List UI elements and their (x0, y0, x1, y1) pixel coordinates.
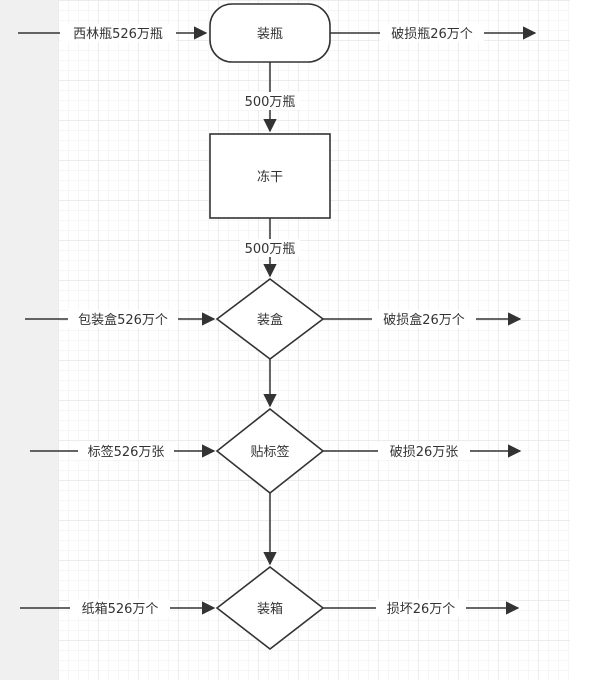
output-label-broken-labels: 破损26万张 (390, 445, 459, 460)
node-label-freeze-dry: 冻干 (257, 169, 283, 185)
input-label-cartons: 纸箱526万个 (82, 601, 159, 617)
output-label-damaged-cartons: 损坏26万个 (387, 602, 456, 617)
output-label-broken-boxes: 破损盒26万个 (383, 312, 465, 328)
node-freeze-dry[interactable]: 冻干 (209, 133, 331, 219)
edge-broken-boxes-out[interactable]: 破损盒26万个 (323, 310, 522, 328)
node-label-labeling: 贴标签 (250, 444, 289, 460)
edge-dry-to-box[interactable]: 500万瓶 (240, 218, 300, 278)
edge-broken-labels-out[interactable]: 破损26万张 (323, 442, 522, 460)
input-label-boxes: 包装盒526万个 (78, 312, 168, 328)
output-label-broken-bottles: 破损瓶26万个 (391, 27, 473, 42)
node-label-casing: 装箱 (257, 601, 283, 617)
edge-broken-bottles-out[interactable]: 破损瓶26万个 (330, 24, 537, 42)
edge-vials-in[interactable]: 西林瓶526万瓶 (18, 24, 208, 42)
input-label-labels: 标签526万张 (88, 444, 165, 460)
left-rail (0, 0, 58, 680)
node-labeling[interactable]: 贴标签 (215, 407, 325, 495)
node-label-fill-bottles: 装瓶 (257, 27, 283, 42)
edge-fill-to-dry[interactable]: 500万瓶 (240, 62, 300, 133)
edge-boxes-in[interactable]: 包装盒526万个 (25, 310, 216, 328)
node-casing[interactable]: 装箱 (215, 565, 325, 651)
edge-cartons-in[interactable]: 纸箱526万个 (20, 599, 216, 617)
edge-damaged-cartons-out[interactable]: 损坏26万个 (323, 599, 520, 617)
input-label-vials: 西林瓶526万瓶 (73, 27, 163, 42)
flow-label-after-dry: 500万瓶 (245, 242, 296, 257)
node-label-boxing: 装盒 (257, 312, 283, 328)
right-rail (570, 0, 604, 680)
flow-label-after-fill: 500万瓶 (245, 95, 296, 110)
node-boxing[interactable]: 装盒 (215, 277, 325, 361)
grid-canvas (58, 0, 570, 680)
edge-labels-in[interactable]: 标签526万张 (30, 442, 216, 460)
node-fill-bottles[interactable]: 装瓶 (209, 3, 331, 63)
